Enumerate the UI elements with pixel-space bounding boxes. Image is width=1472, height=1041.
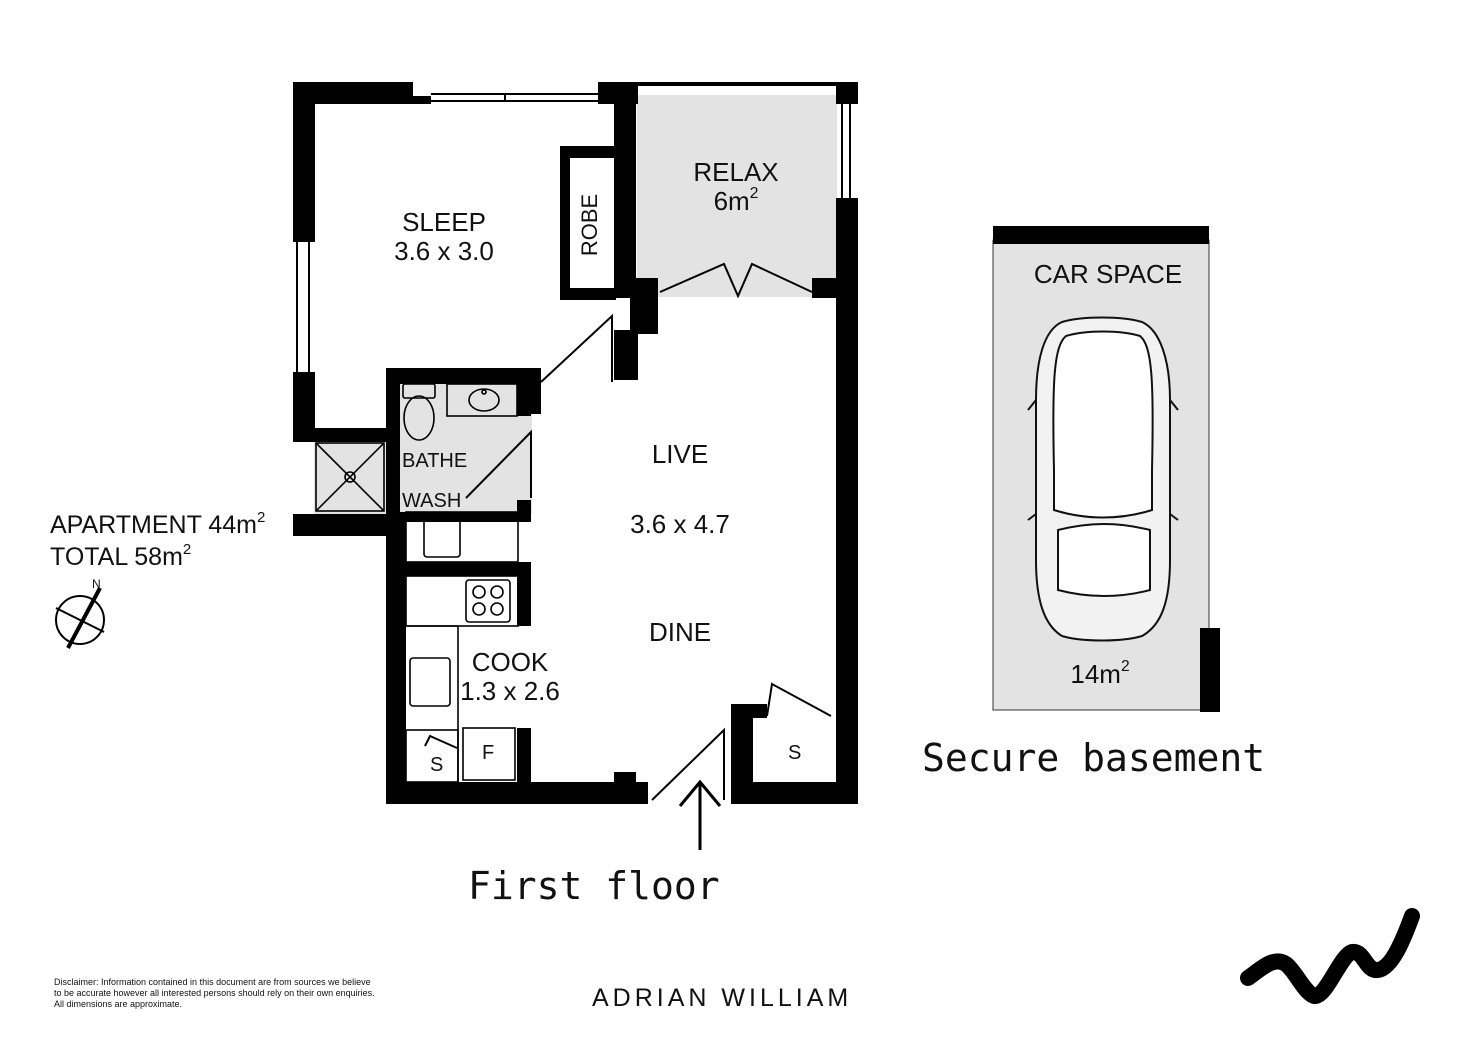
doors [424,262,832,801]
fridge-box [462,727,516,781]
car-space-title: CAR SPACE [1033,259,1183,289]
basin-vanity [446,383,518,417]
disclaimer-line-3: All dimensions are approximate. [54,998,183,1009]
laundry-tub [423,516,461,558]
floor-caption: First floor [468,864,720,908]
disclaimer-line-1: Disclaimer: Information contained in thi… [54,977,371,987]
storage-right-label: S [788,742,802,764]
room-sleep-name: SLEEP [402,207,486,237]
brand-name: ADRIAN WILLIAM [592,984,853,1012]
room-dine-name: DINE [648,617,712,647]
storage-left-label: S [430,754,444,776]
kitchen-sink [409,657,451,707]
room-robe: ROBE [572,160,608,290]
car-space-area: 14m2 [1070,658,1130,689]
relax-floor-shade [637,95,837,297]
room-sleep: SLEEP 3.6 x 3.0 [384,208,504,265]
fridge-label: F [482,742,495,764]
room-cook: COOK 1.3 x 2.6 [452,648,568,705]
laundry-bench [405,511,519,563]
kitchen-bench [405,575,519,627]
room-live-dims: 3.6 x 4.7 [630,509,730,539]
shower-tray [315,442,385,512]
brand-logo-icon [1240,908,1420,1004]
apartment-area: APARTMENT 44m2 [50,509,266,539]
car-icon [1027,316,1179,642]
room-wash: WASH [402,490,462,512]
room-relax: RELAX 6m2 [676,158,796,215]
basin [468,388,500,412]
compass-north-label: N [92,577,101,591]
room-sleep-dims: 3.6 x 3.0 [394,235,494,266]
toilet-bowl [403,395,435,441]
walls [293,82,1220,804]
entry-arrow-icon [678,779,722,850]
windows [296,93,851,710]
room-live-name: LIVE [651,439,709,469]
disclaimer: Disclaimer: Information contained in thi… [54,977,414,1010]
room-cook-dims: 1.3 x 2.6 [460,675,560,706]
cooktop [465,579,511,623]
fixtures [315,383,519,783]
toilet-cistern [402,383,436,399]
room-cook-name: COOK [471,647,549,677]
total-area: TOTAL 58m2 [50,541,192,571]
bathroom-floor-shade-2 [400,384,532,514]
storage-left-box [405,729,459,783]
basement-caption: Secure basement [922,736,1266,780]
room-relax-area: 6m2 [713,184,759,216]
room-relax-name: RELAX [693,157,779,187]
room-bathe: BATHE [402,450,468,472]
compass-icon [55,587,105,649]
disclaimer-line-2: to be accurate however all interested pe… [54,987,375,998]
room-robe-name: ROBE [577,193,603,257]
